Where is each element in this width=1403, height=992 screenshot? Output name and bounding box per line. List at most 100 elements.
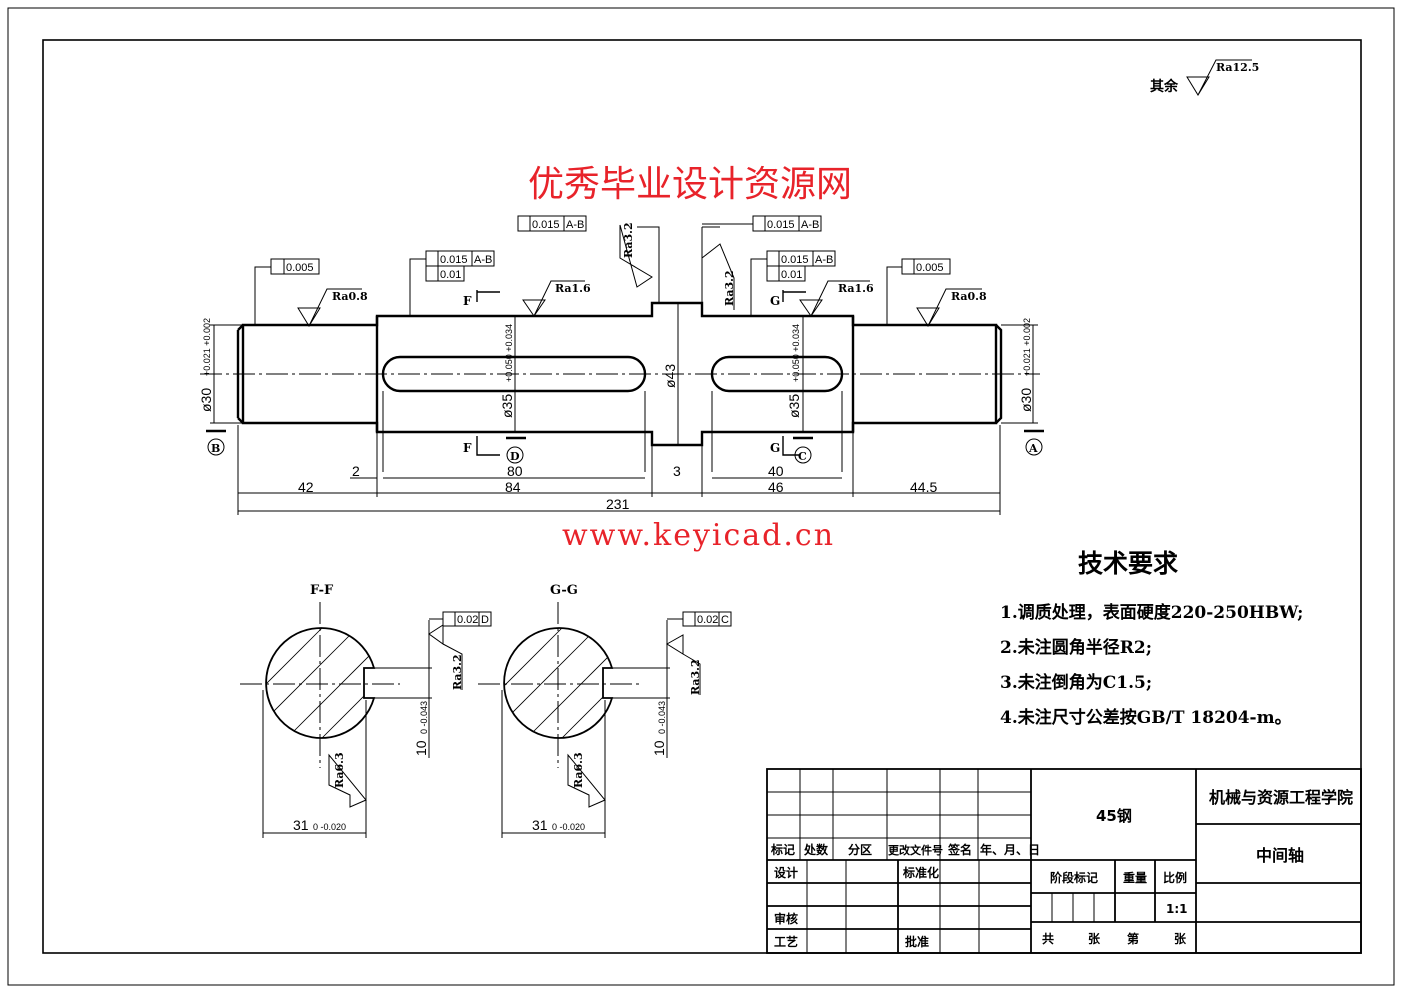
tb-sheet2: 张 <box>1174 931 1187 946</box>
tol-mid-runout-left-datum: A-B <box>566 219 584 231</box>
tb-part-name: 中间轴 <box>1256 846 1304 865</box>
gg-width: 10 <box>651 740 667 756</box>
roughness-collar-left: Ra3.2 <box>622 222 635 258</box>
ff-key-roughness: Ra3.2 <box>451 654 464 690</box>
tb-header: 签名 <box>947 842 972 857</box>
roughness-symbols-icon <box>297 224 982 327</box>
tb-sheets: 张 <box>1088 931 1101 946</box>
section-ff: F-F 31 0 -0.020 10 0 -0.043 0.02 D Ra3.2… <box>240 583 492 838</box>
tb-scale-label: 比例 <box>1163 870 1187 885</box>
dim-seg4: 44.5 <box>910 479 937 495</box>
datum-d: D <box>510 450 520 463</box>
ff-width-tol: 0 -0.043 <box>419 701 429 734</box>
dia-right-journal-tol: +0.021 +0.002 <box>1022 318 1032 376</box>
general-roughness: 其余 Ra12.5 <box>1150 59 1259 96</box>
requirement-item: 1.调质处理，表面硬度220-250HBW; <box>1000 602 1303 623</box>
section-ff-title: F-F <box>310 583 334 598</box>
gg-key-roughness: Ra3.2 <box>689 659 702 695</box>
keyway-left <box>381 355 647 393</box>
tb-review: 审核 <box>774 911 798 926</box>
tb-material: 45钢 <box>1096 807 1132 825</box>
requirement-item: 3.未注倒角为C1.5; <box>1000 672 1152 693</box>
roughness-left-gear: Ra1.6 <box>555 282 591 295</box>
general-roughness-value: Ra12.5 <box>1216 61 1259 74</box>
dia-collar: ø43 <box>662 364 678 388</box>
dia-left-journal-tol: +0.021 +0.002 <box>202 318 212 376</box>
gg-depth-tol: 0 -0.020 <box>552 822 585 832</box>
tol-mid-runout-right: 0.015 <box>767 219 795 231</box>
shaft-main-view: ø30 +0.021 +0.002 ø35 +0.050 +0.034 ø43 … <box>198 215 1044 515</box>
shaft-outline <box>241 301 998 447</box>
shaft-chamfers <box>236 324 1003 424</box>
tol-right-round: 0.005 <box>916 262 944 274</box>
ff-width: 10 <box>413 740 429 756</box>
tol-right-runout-datum: A-B <box>815 254 833 266</box>
keyway-right <box>710 355 844 393</box>
watermark-url: www.keyicad.cn <box>562 518 835 553</box>
gg-bottom-roughness: Ra6.3 <box>572 752 585 788</box>
tol-left-round2: 0.01 <box>440 269 461 281</box>
tb-header: 处数 <box>803 842 829 857</box>
datum-c: C <box>798 450 807 463</box>
title-block: 标记 处数 分区 更改文件号 签名 年、月、日 设计 标准化 审核 工艺 批准 … <box>766 768 1362 954</box>
roughness-right-gear: Ra1.6 <box>838 282 874 295</box>
requirement-item: 2.未注圆角半径R2; <box>1000 637 1152 658</box>
tb-header: 更改文件号 <box>888 843 943 857</box>
tb-process: 工艺 <box>774 934 798 949</box>
tb-scale: 1:1 <box>1166 902 1188 916</box>
ff-sym-datum: D <box>481 614 489 626</box>
tol-left-round: 0.005 <box>286 262 314 274</box>
roughness-symbol-icon <box>1186 59 1252 96</box>
requirements-title: 技术要求 <box>1078 549 1178 578</box>
datum-b: B <box>211 442 220 455</box>
dim-seg2: 84 <box>505 479 521 495</box>
dia-right-gear-tol: +0.050 +0.034 <box>791 324 801 382</box>
roughness-right-journal: Ra0.8 <box>951 290 987 303</box>
dia-left-gear-tol: +0.050 +0.034 <box>504 324 514 382</box>
ff-bottom-roughness: Ra6.3 <box>333 752 346 788</box>
dim-seg3: 46 <box>768 479 784 495</box>
tol-left-runout: 0.015 <box>440 254 468 266</box>
dim-key-left: 80 <box>507 463 523 479</box>
length-dimension-lines <box>237 391 1001 515</box>
section-g-bottom: G <box>770 441 780 455</box>
tb-total: 共 <box>1042 931 1054 946</box>
ff-sym-tol: 0.02 <box>457 614 478 626</box>
ff-depth-tol: 0 -0.020 <box>313 822 346 832</box>
tol-mid-runout-left: 0.015 <box>532 219 560 231</box>
gg-sym-tol: 0.02 <box>697 614 718 626</box>
tb-design: 设计 <box>774 865 798 880</box>
tb-approve: 批准 <box>905 934 929 949</box>
dia-right-journal: ø30 <box>1018 388 1034 412</box>
tol-mid-runout-right-datum: A-B <box>801 219 819 231</box>
section-gg-title: G-G <box>550 583 578 598</box>
dia-right-gear: ø35 <box>786 394 802 418</box>
tol-left-runout-datum: A-B <box>474 254 492 266</box>
outer-border <box>7 7 1395 986</box>
technical-requirements: 技术要求 1.调质处理，表面硬度220-250HBW; 2.未注圆角半径R2; … <box>1000 549 1303 728</box>
dim-chamfer: 2 <box>352 463 360 479</box>
watermark-text: 优秀毕业设计资源网 <box>528 164 852 205</box>
dia-left-gear: ø35 <box>499 394 515 418</box>
dim-total: 231 <box>606 496 630 512</box>
tb-header: 分区 <box>848 842 872 857</box>
datum-a: A <box>1028 442 1038 455</box>
gg-width-tol: 0 -0.043 <box>657 701 667 734</box>
drawing-frame <box>42 39 1362 954</box>
general-roughness-prefix: 其余 <box>1150 78 1179 95</box>
tb-weight: 重量 <box>1123 870 1147 885</box>
tb-header: 标记 <box>770 842 795 857</box>
dim-key-right: 40 <box>768 463 784 479</box>
tb-school: 机械与资源工程学院 <box>1209 788 1353 807</box>
roughness-collar-right: Ra3.2 <box>723 270 736 306</box>
tb-header: 年、月、日 <box>980 842 1040 857</box>
tol-right-runout: 0.015 <box>781 254 809 266</box>
section-f-top: F <box>463 294 472 308</box>
tb-page: 第 <box>1127 931 1139 946</box>
section-f-bottom: F <box>463 441 472 455</box>
dim-collar: 3 <box>673 463 681 479</box>
tolerance-frames <box>254 215 951 325</box>
ff-depth: 31 <box>293 817 309 833</box>
requirement-item: 4.未注尺寸公差按GB/T 18204-m。 <box>1000 707 1292 728</box>
